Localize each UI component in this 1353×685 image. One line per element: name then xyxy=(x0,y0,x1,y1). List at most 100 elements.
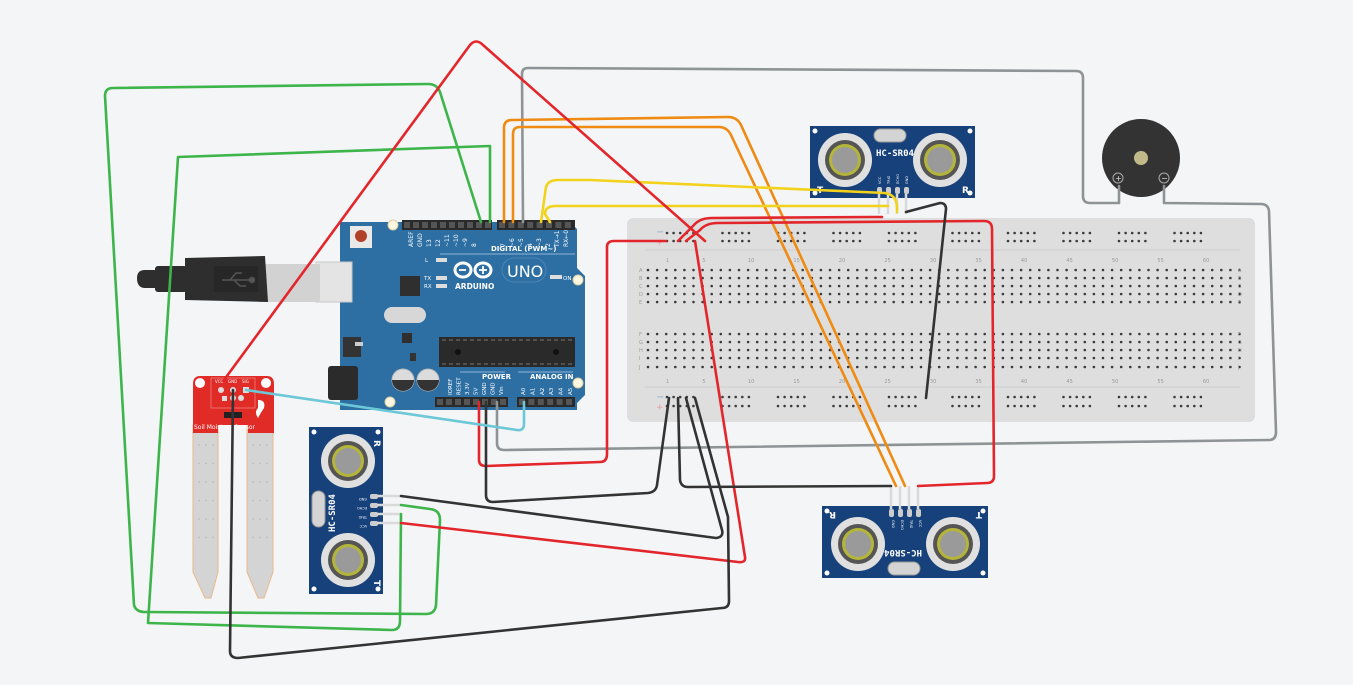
wire-red-rail-1[interactable] xyxy=(676,215,884,243)
ultrasonic-sensor-left[interactable]: HC-SR04 R T GND ECHO TRIG VCC xyxy=(309,427,383,594)
pin-label: ECHO xyxy=(896,174,900,184)
column-number: 25 xyxy=(884,379,890,385)
row-letter: G xyxy=(639,340,643,346)
ultrasonic-sensor-bottom[interactable]: HC-SR04 R T GND ECHO TRIG VCC xyxy=(822,506,988,578)
column-number: 5 xyxy=(702,379,705,385)
wire-black-left-sensor-gnd[interactable] xyxy=(399,396,724,540)
sensor-model-label: HC-SR04 xyxy=(876,149,915,159)
pin-label: GND xyxy=(905,176,909,184)
wire-red-left-sensor-vcc[interactable] xyxy=(399,239,747,564)
on-led-label: ON xyxy=(563,276,571,282)
pin-label: ECHO xyxy=(357,506,367,510)
column-number: 30 xyxy=(930,379,936,385)
power-pin-label: GND xyxy=(491,382,497,395)
pin-label: VCC xyxy=(359,524,367,528)
row-letter: E xyxy=(1238,300,1241,306)
wire-green-d8[interactable] xyxy=(146,144,492,632)
ultrasonic-sensor-top[interactable]: HC-SR04 T R VCC TRIG ECHO GND xyxy=(810,126,975,198)
wire-black-top-sensor-gnd[interactable] xyxy=(904,201,948,400)
usb-icon xyxy=(222,272,256,287)
usb-cable[interactable] xyxy=(137,256,320,302)
power-pin-label: GND xyxy=(482,382,488,395)
power-pin-label: 5V xyxy=(474,388,480,395)
wire-orange-d7[interactable] xyxy=(502,115,907,488)
digital-pin-label: 12 xyxy=(435,239,442,247)
wire-red-rail-2[interactable] xyxy=(684,219,996,488)
row-letter: D xyxy=(1238,292,1242,298)
wire-gray-d5-buzzer[interactable] xyxy=(520,66,1121,224)
digital-pin-label: TX→1 xyxy=(554,230,561,248)
led-label-l: L xyxy=(425,258,429,264)
t-label: T xyxy=(371,580,381,587)
soil-moisture-sensor[interactable]: Soil Moisture Sensor VCC GND SIG xyxy=(192,376,274,599)
column-number: 5 xyxy=(702,258,705,264)
digital-pin-label: ~9 xyxy=(462,238,469,247)
row-letter: I xyxy=(639,356,640,362)
digital-header-1[interactable] xyxy=(402,220,492,230)
power-pin-label: RESET xyxy=(457,377,463,395)
wire-yellow-d2[interactable] xyxy=(543,204,890,224)
column-number: 15 xyxy=(793,379,799,385)
r-label: R xyxy=(962,186,969,196)
wire-red-soil-vcc[interactable] xyxy=(222,40,707,382)
wire-black-soil-gnd[interactable] xyxy=(228,388,731,660)
column-number: 10 xyxy=(748,379,754,385)
wire-orange-d6[interactable] xyxy=(511,125,898,488)
piezo-buzzer[interactable]: + − xyxy=(1102,119,1180,197)
digital-pin-label: GND xyxy=(417,233,424,247)
wires[interactable] xyxy=(103,40,1278,660)
column-number: 35 xyxy=(975,379,981,385)
pin-label: TRIG xyxy=(887,175,891,185)
analog-header[interactable] xyxy=(517,397,575,407)
column-number: 55 xyxy=(1157,258,1163,264)
wire-black-bottom-sensor[interactable] xyxy=(676,396,893,489)
digital-pin-label: ~5 xyxy=(518,238,525,247)
column-number: 45 xyxy=(1066,379,1072,385)
wire-yellow-d3[interactable] xyxy=(539,178,899,224)
digital-pin-label: 13 xyxy=(426,239,433,247)
pin-gnd-label: GND xyxy=(228,379,237,384)
wire-black-gnd-rail[interactable] xyxy=(484,396,671,504)
led-label-rx: RX xyxy=(424,284,432,290)
column-number: 50 xyxy=(1112,258,1118,264)
row-letter: C xyxy=(639,284,643,290)
wire-red-5v[interactable] xyxy=(477,239,668,468)
row-letter: A xyxy=(639,268,643,274)
t-label: T xyxy=(975,509,982,519)
model-label: UNO xyxy=(507,262,543,281)
rail-minus-bottom: − xyxy=(656,392,664,403)
digital-pin-label: ~6 xyxy=(509,238,516,247)
pin-label: TRIG xyxy=(358,515,368,519)
usb-chip xyxy=(400,276,420,296)
row-letter: A xyxy=(1238,268,1242,274)
breadboard[interactable]: − + − + 11551010151520202525303035354040… xyxy=(627,218,1255,422)
analog-pin-label: A5 xyxy=(568,387,574,395)
pin-label: VCC xyxy=(918,520,922,528)
power-header[interactable] xyxy=(435,397,508,407)
wire-cyan-soil-sig[interactable] xyxy=(244,388,526,432)
usb-port xyxy=(315,261,353,303)
digital-header-2[interactable] xyxy=(497,220,575,230)
pin-vcc-label: VCC xyxy=(215,379,224,384)
pin-label: GND xyxy=(891,520,895,528)
row-letter: J xyxy=(1237,365,1239,371)
column-number: 10 xyxy=(748,258,754,264)
row-letter: H xyxy=(639,348,643,354)
digital-pin-label: 2 xyxy=(545,243,552,247)
digital-pin-label: 8 xyxy=(471,243,478,247)
wire-green-d9[interactable] xyxy=(103,82,483,616)
column-number: 40 xyxy=(1021,258,1027,264)
column-number: 50 xyxy=(1112,379,1118,385)
led-label-tx: TX xyxy=(423,276,431,282)
column-number: 20 xyxy=(839,379,845,385)
column-number: 25 xyxy=(884,258,890,264)
arduino-logo-text: ARDUINO xyxy=(455,282,494,291)
buzzer-plus-label: + xyxy=(1115,174,1122,183)
wire-gray-buzzer-gnd[interactable] xyxy=(495,184,1278,452)
r-label: R xyxy=(829,509,836,519)
analog-label: ANALOG IN xyxy=(530,373,574,381)
row-letter: B xyxy=(1238,276,1242,282)
